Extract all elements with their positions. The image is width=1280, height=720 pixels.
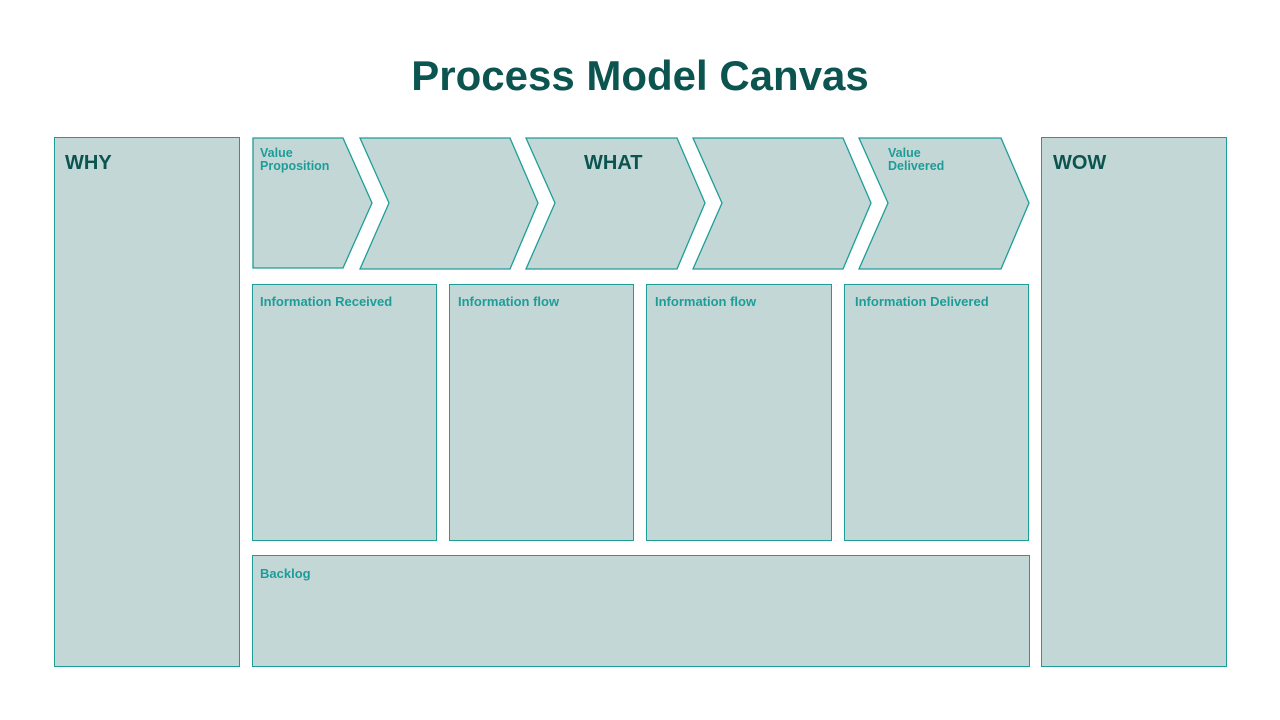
chevron-step-1[interactable] bbox=[252, 137, 373, 269]
chevron-step-4[interactable] bbox=[691, 137, 872, 270]
value-proposition-line1: Value bbox=[260, 146, 293, 160]
why-panel[interactable]: WHY bbox=[54, 137, 240, 667]
backlog-box[interactable]: Backlog bbox=[252, 555, 1030, 667]
information-received-label: Information Received bbox=[260, 294, 393, 309]
information-flow-label-2: Information flow bbox=[655, 294, 757, 309]
wow-label: WOW bbox=[1053, 152, 1107, 174]
why-label: WHY bbox=[65, 152, 112, 174]
value-delivered-line1: Value bbox=[888, 146, 921, 160]
chevron-step-3[interactable] bbox=[524, 137, 706, 270]
what-label: WHAT bbox=[584, 152, 643, 174]
information-delivered-label: Information Delivered bbox=[855, 294, 989, 309]
backlog-label: Backlog bbox=[260, 566, 311, 581]
value-proposition-label: Value Proposition bbox=[260, 147, 329, 173]
information-flow-label-1: Information flow bbox=[458, 294, 560, 309]
value-proposition-line2: Proposition bbox=[260, 159, 330, 173]
information-flow-box-2[interactable]: Information flow bbox=[646, 284, 832, 541]
page-title: Process Model Canvas bbox=[411, 52, 869, 99]
chevron-step-2[interactable] bbox=[358, 137, 539, 270]
wow-panel[interactable]: WOW bbox=[1041, 137, 1227, 667]
information-flow-box-1[interactable]: Information flow bbox=[449, 284, 634, 541]
value-delivered-label: Value Delivered bbox=[888, 147, 944, 173]
value-delivered-line2: Delivered bbox=[888, 159, 945, 173]
information-delivered-box[interactable]: Information Delivered bbox=[844, 284, 1029, 541]
chevron-step-5[interactable] bbox=[857, 137, 1030, 270]
information-received-box[interactable]: Information Received bbox=[252, 284, 437, 541]
